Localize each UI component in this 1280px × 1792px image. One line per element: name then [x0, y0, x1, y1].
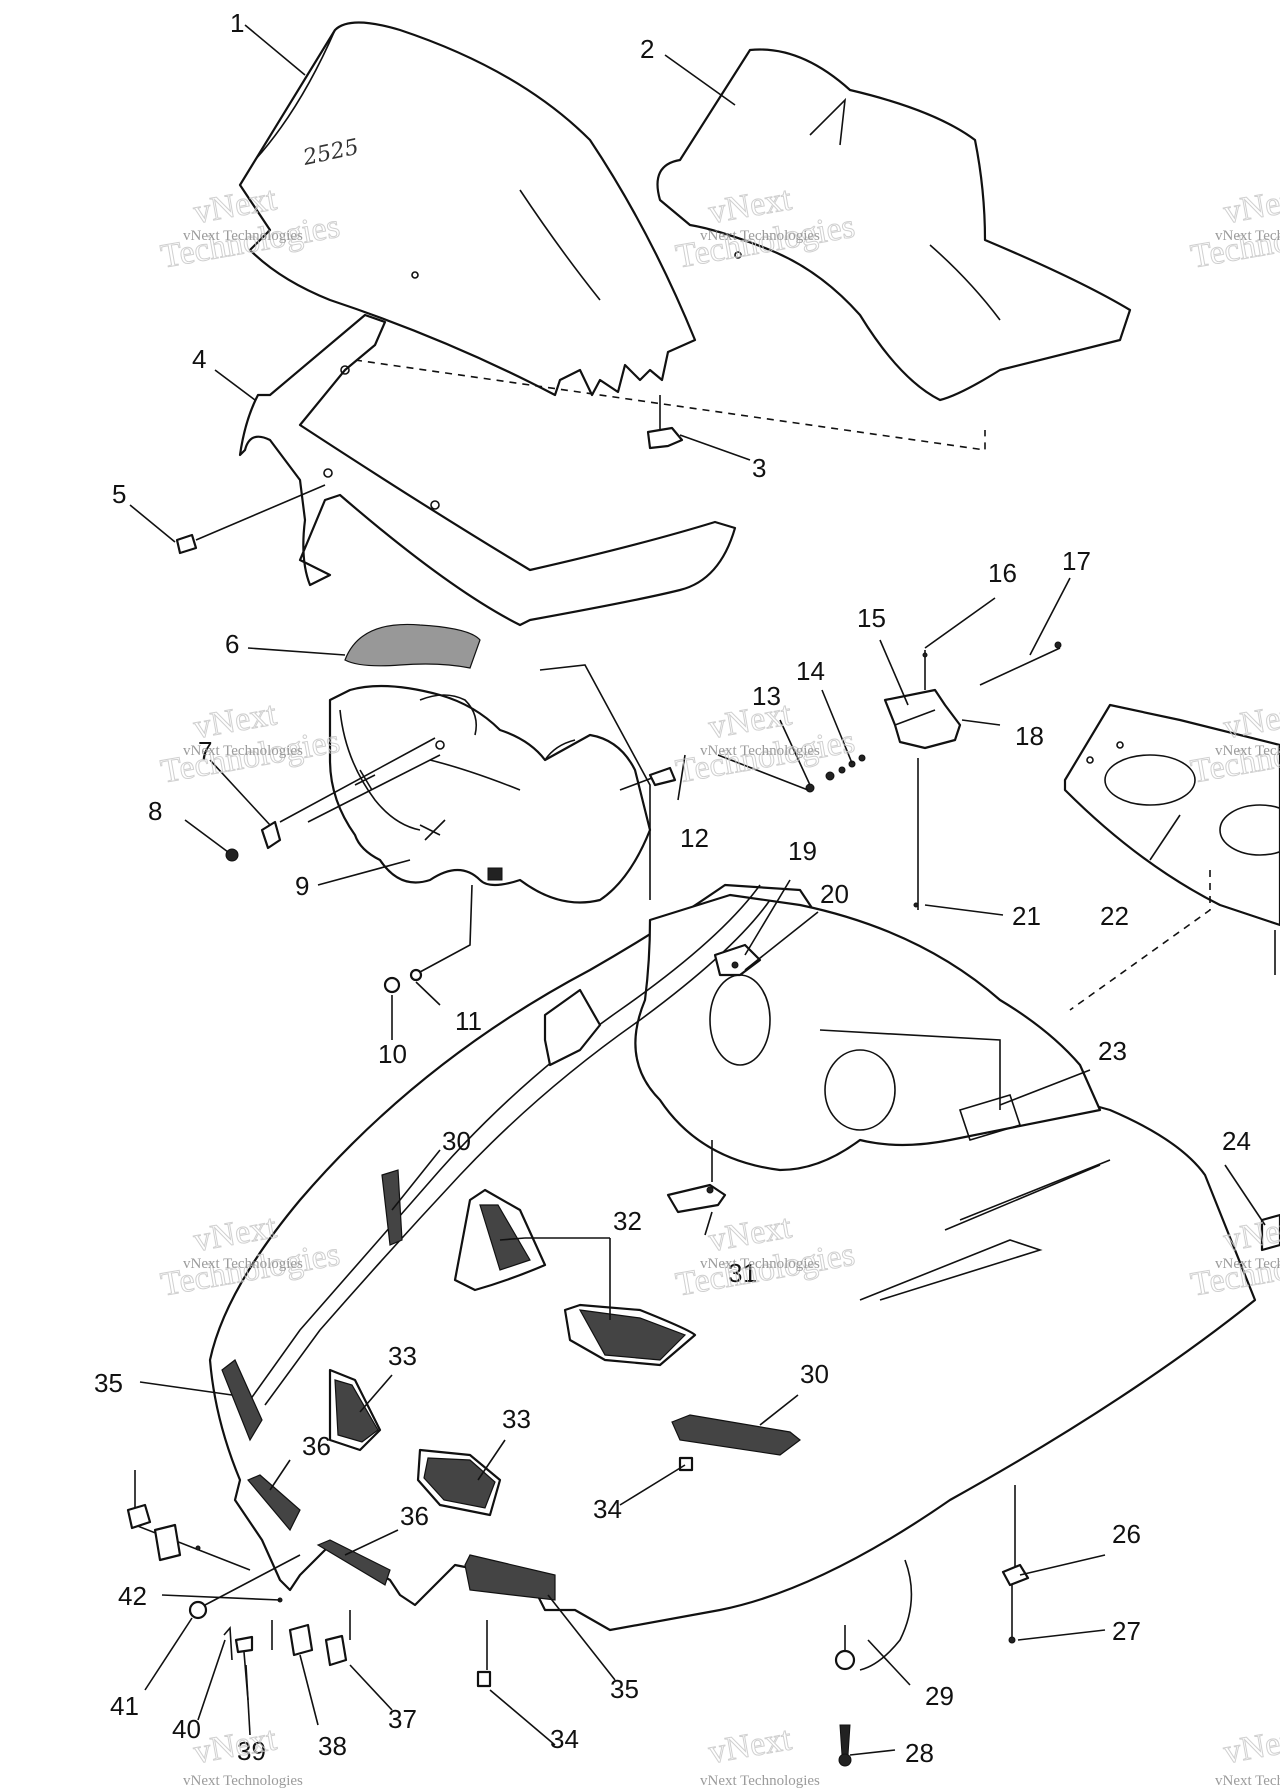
- fastener-26-27: [1001, 1485, 1030, 1644]
- mount-bracket: [238, 313, 737, 627]
- callout-33-lower: 33: [502, 1404, 531, 1434]
- bolt-12: [619, 766, 677, 791]
- callout-numbers: 1 2 3 4 5 6 7 8 9 10 11 12 13 14 15 16 1…: [94, 8, 1251, 1768]
- callout-21: 21: [1012, 901, 1041, 931]
- callout-6: 6: [225, 629, 239, 659]
- callout-27: 27: [1112, 1616, 1141, 1646]
- callout-4: 4: [192, 344, 206, 374]
- watermark-caption: vNext Technologies: [183, 1773, 303, 1789]
- callout-9: 9: [295, 871, 309, 901]
- latch-hardware: [717, 641, 1062, 910]
- watermark-caption: vNext Technologies: [1215, 1256, 1280, 1272]
- callout-30-upper: 30: [442, 1126, 471, 1156]
- callout-10: 10: [378, 1039, 407, 1069]
- callout-22: 22: [1100, 901, 1129, 931]
- callout-23: 23: [1098, 1036, 1127, 1066]
- cable-28-29: [834, 1559, 913, 1767]
- callout-24: 24: [1222, 1126, 1251, 1156]
- windshield: 2525: [238, 21, 697, 397]
- watermark-caption: vNext Technologies: [700, 228, 820, 244]
- callout-29: 29: [925, 1681, 954, 1711]
- callout-34-upper: 34: [593, 1494, 622, 1524]
- watermark-caption: vNext Technologies: [1215, 743, 1280, 759]
- watermark-caption: vNext Technologies: [183, 1256, 303, 1272]
- watermark-caption: vNext Technologies: [183, 228, 303, 244]
- watermark-brand: vNext: [191, 1720, 280, 1771]
- callout-3: 3: [752, 453, 766, 483]
- leader-lines: [129, 24, 1266, 1756]
- callout-39: 39: [237, 1736, 266, 1766]
- hardware-7-8: [225, 737, 441, 862]
- callout-31: 31: [728, 1258, 757, 1288]
- callout-34-lower: 34: [550, 1724, 579, 1754]
- watermark-caption: vNext Technologies: [700, 743, 820, 759]
- callout-2: 2: [640, 34, 654, 64]
- callout-41: 41: [110, 1691, 139, 1721]
- clip: [646, 395, 684, 450]
- callout-35-left: 35: [94, 1368, 123, 1398]
- callout-28: 28: [905, 1738, 934, 1768]
- seat-cover: [656, 48, 1132, 402]
- lens-6: [344, 623, 481, 669]
- panel-22: [1063, 703, 1280, 1011]
- watermark-caption: vNext Technologies: [1215, 1773, 1280, 1789]
- watermark-brand: vNext: [706, 1720, 795, 1771]
- callout-1: 1: [230, 8, 244, 38]
- callout-36-lower: 36: [400, 1501, 429, 1531]
- callout-19: 19: [788, 836, 817, 866]
- callout-15: 15: [857, 603, 886, 633]
- callout-42: 42: [118, 1581, 147, 1611]
- watermark-brand: vNext: [1221, 1720, 1280, 1771]
- callout-30-lower: 30: [800, 1359, 829, 1389]
- callout-20: 20: [820, 879, 849, 909]
- callout-26: 26: [1112, 1519, 1141, 1549]
- headlight-linkage: [539, 664, 651, 900]
- callout-37: 37: [388, 1704, 417, 1734]
- callout-35-lower: 35: [610, 1674, 639, 1704]
- callout-7: 7: [198, 736, 212, 766]
- callout-12: 12: [680, 823, 709, 853]
- headlight-assembly: [328, 684, 652, 904]
- screw-5: [175, 484, 326, 555]
- watermark-caption: vNext Technologies: [700, 1773, 820, 1789]
- callout-8: 8: [148, 796, 162, 826]
- callout-11: 11: [455, 1006, 482, 1036]
- bracket-24: [1260, 1213, 1280, 1252]
- callout-16: 16: [988, 558, 1017, 588]
- callout-13: 13: [752, 681, 781, 711]
- callout-33-upper: 33: [388, 1341, 417, 1371]
- callout-40: 40: [172, 1714, 201, 1744]
- alignment-dash: [354, 359, 986, 451]
- callout-5: 5: [112, 479, 126, 509]
- callout-14: 14: [796, 656, 825, 686]
- hardware-10-11: [383, 884, 473, 994]
- watermark-caption: vNext Technologies: [1215, 228, 1280, 244]
- callout-38: 38: [318, 1731, 347, 1761]
- hood: [208, 883, 1257, 1632]
- watermark-caption: vNext Technologies: [700, 1256, 820, 1272]
- front-bracket-hardware: [126, 1470, 492, 1701]
- callout-36-upper: 36: [302, 1431, 331, 1461]
- callout-17: 17: [1062, 546, 1091, 576]
- watermark-caption: vNext Technologies: [183, 743, 303, 759]
- callout-32: 32: [613, 1206, 642, 1236]
- callout-18: 18: [1015, 721, 1044, 751]
